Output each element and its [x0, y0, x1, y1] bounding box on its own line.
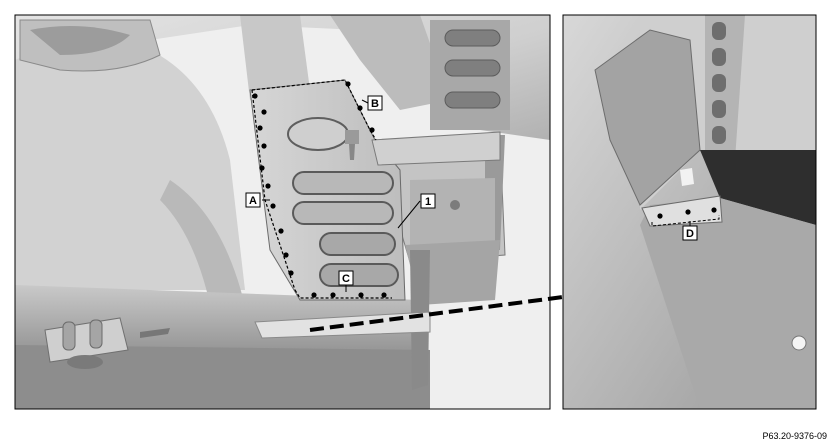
detail-spot-welds — [657, 207, 717, 219]
support-bracket — [374, 135, 506, 390]
callout-a-label: A — [249, 195, 257, 207]
main-view — [15, 15, 550, 409]
callout-1-label: 1 — [425, 196, 431, 208]
main-view-frame — [14, 14, 551, 410]
callout-1: 1 — [420, 193, 436, 209]
callout-c: C — [338, 270, 354, 286]
callout-d-label: D — [686, 228, 694, 240]
ladder-bracket — [430, 20, 510, 130]
spot-welds — [252, 81, 387, 298]
detail-ladder — [712, 22, 726, 144]
callout-b-label: B — [371, 98, 379, 110]
callout-d: D — [682, 225, 698, 241]
lower-bracket — [44, 317, 170, 369]
reference-code: P63.20-9376-09 — [762, 431, 827, 441]
detail-view — [563, 15, 816, 409]
detail-view-frame — [562, 14, 817, 410]
callout-c-label: C — [342, 273, 350, 285]
repair-plate — [249, 79, 406, 301]
view-link-line — [309, 295, 564, 332]
callout-b: B — [367, 95, 383, 111]
callout-a: A — [245, 192, 261, 208]
